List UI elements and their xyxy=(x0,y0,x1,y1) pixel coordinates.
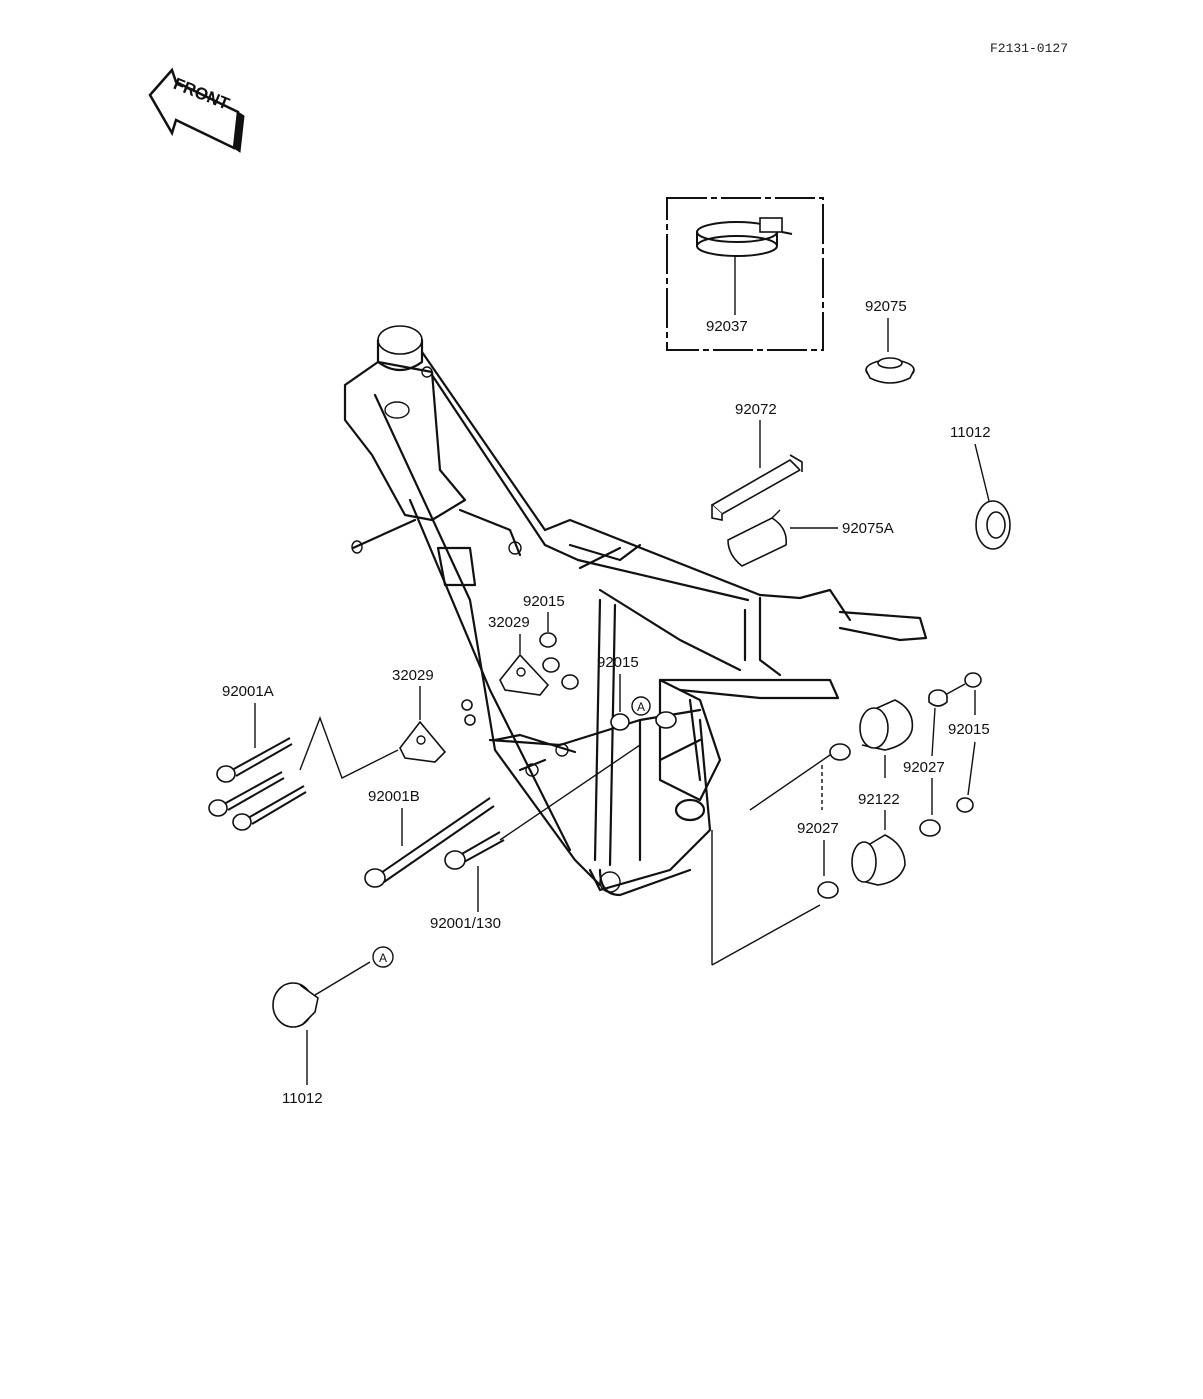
part-label-92075A: 92075A xyxy=(842,520,894,537)
callout-a-marker xyxy=(631,696,651,716)
cushion-92075A xyxy=(727,509,788,567)
clamp-92037 xyxy=(666,197,824,351)
front-arrow-icon: FRONT xyxy=(148,67,245,153)
bolt-92001-130 xyxy=(444,831,505,870)
nut-92015-c-lower xyxy=(956,797,974,813)
callout-a-marker-cap xyxy=(372,946,394,968)
part-label-92027-lower: 92027 xyxy=(797,820,839,837)
diagram-ref-code: F2131-0127 xyxy=(990,41,1068,56)
part-label-92001A: 92001A xyxy=(222,683,274,700)
bolts-92001A xyxy=(208,737,307,831)
plate-32029-lower xyxy=(399,720,447,763)
nut-92015-b xyxy=(610,713,630,731)
part-label-92015-a: 92015 xyxy=(523,593,565,610)
collar-92027-a xyxy=(829,743,851,761)
part-label-92015-b: 92015 xyxy=(597,654,639,671)
part-label-92075: 92075 xyxy=(865,298,907,315)
cap-11012-upper xyxy=(975,500,1011,550)
collar-92027-b xyxy=(817,881,839,899)
rubber-damper-92122-upper xyxy=(859,699,914,751)
nut-92015-a xyxy=(539,632,579,690)
part-label-92001-130: 92001/130 xyxy=(430,915,501,932)
part-label-92122: 92122 xyxy=(858,791,900,808)
part-label-11012-lower: 11012 xyxy=(282,1090,323,1107)
nut-92015-c-upper xyxy=(964,672,982,688)
part-label-92001B: 92001B xyxy=(368,788,420,805)
bolt-92001B xyxy=(364,797,495,888)
part-label-92072: 92072 xyxy=(735,401,777,418)
callout-a-letter: A xyxy=(637,700,645,714)
motorcycle-frame xyxy=(343,325,928,897)
part-label-92027-upper: 92027 xyxy=(903,759,945,776)
part-label-92015-c: 92015 xyxy=(948,721,990,738)
collar-92027-lower xyxy=(919,819,941,837)
rubber-damper-92122-lower xyxy=(851,834,906,886)
part-label-11012-upper: 11012 xyxy=(950,424,991,441)
callout-a-letter-cap: A xyxy=(379,951,387,965)
part-label-32029-upper: 32029 xyxy=(488,614,530,631)
collar-92027-upper xyxy=(928,689,948,707)
strap-92072 xyxy=(710,454,803,521)
part-label-32029-lower: 32029 xyxy=(392,667,434,684)
grommet-92075 xyxy=(865,357,915,384)
cap-11012-lower xyxy=(272,982,319,1028)
part-label-92037: 92037 xyxy=(706,318,748,335)
